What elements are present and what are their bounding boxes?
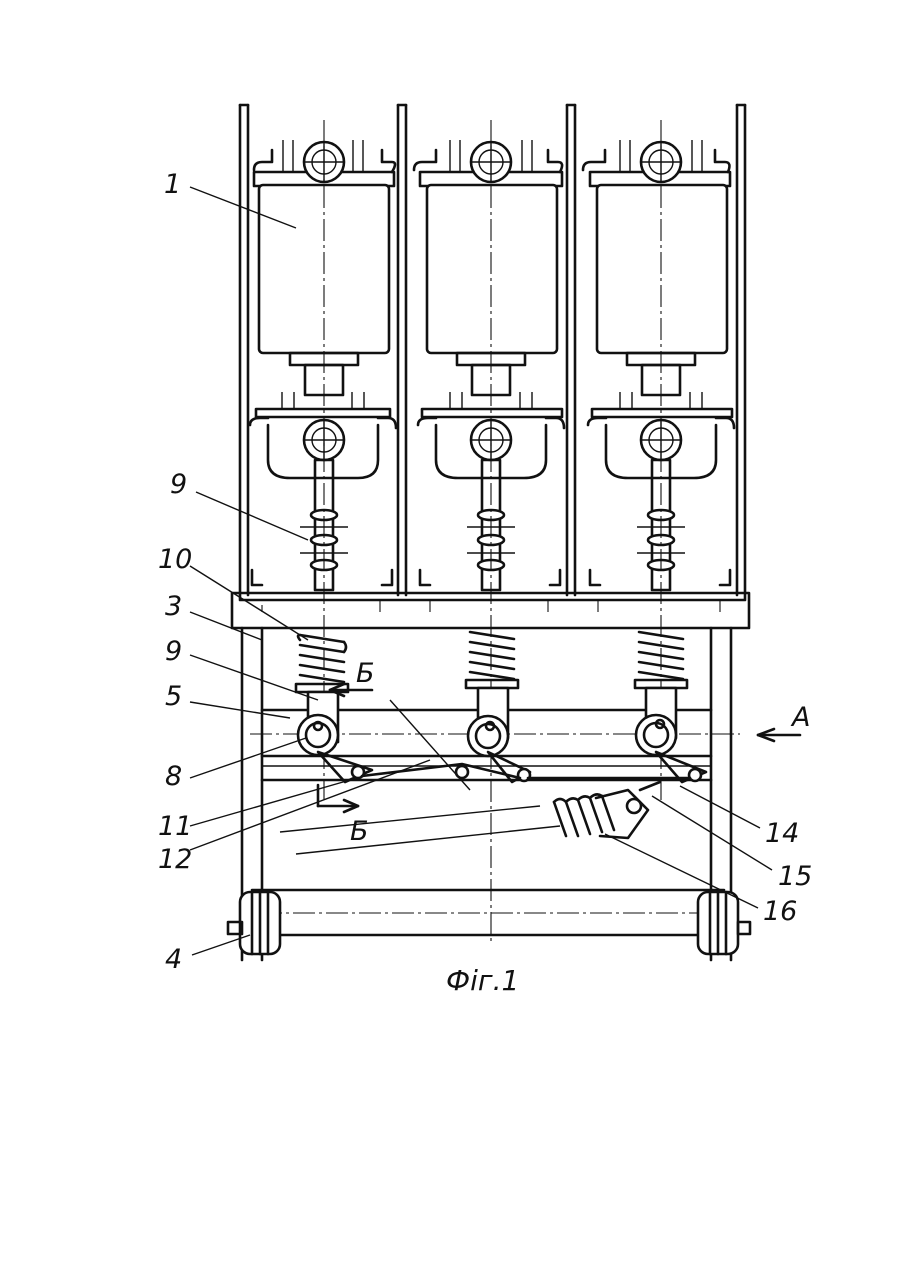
pole-3 xyxy=(583,140,734,590)
callout-4: 4 xyxy=(165,944,182,975)
pole-2 xyxy=(414,140,564,590)
callout-3: 3 xyxy=(165,591,182,622)
callout-14: 14 xyxy=(765,818,799,849)
closing-spring-assembly xyxy=(554,782,660,838)
figure-caption: Фіг.1 xyxy=(446,964,519,997)
wheel-right xyxy=(698,892,750,954)
section-label-bottom: Б xyxy=(350,816,369,847)
callout-12: 12 xyxy=(158,844,192,875)
lower-terminal-1 xyxy=(250,418,396,478)
spring-drive-2 xyxy=(466,632,518,756)
pole-1 xyxy=(250,140,396,590)
section-markers xyxy=(318,684,800,812)
wheel-left xyxy=(228,892,280,954)
callout-8: 8 xyxy=(165,761,182,792)
callout-5: 5 xyxy=(165,681,182,712)
callout-15: 15 xyxy=(778,861,812,892)
callout-9-lower: 9 xyxy=(165,636,182,667)
section-label-top: Б xyxy=(356,658,375,689)
callout-10: 10 xyxy=(158,544,192,575)
callout-11: 11 xyxy=(158,811,192,842)
view-label-a: А xyxy=(790,702,810,733)
callout-9-upper: 9 xyxy=(170,469,187,500)
callout-16: 16 xyxy=(763,896,797,927)
callout-1: 1 xyxy=(164,169,181,200)
